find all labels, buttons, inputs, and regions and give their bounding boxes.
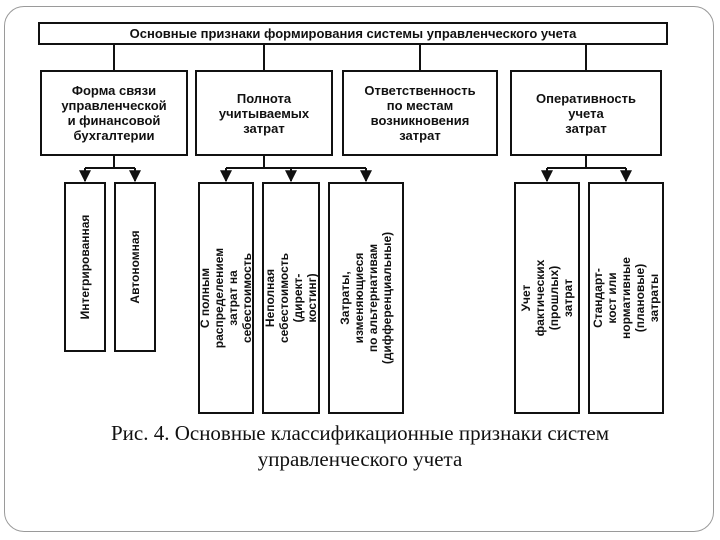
item-differential-costs: Затраты, изменяющиеся по альтернативам (… xyxy=(328,182,404,414)
item-standard-costs: Стандарт-кост или нормативные (плановые)… xyxy=(588,182,664,414)
item-integrated: Интегрированная xyxy=(64,182,106,352)
diagram-title: Основные признаки формирования системы у… xyxy=(38,22,668,45)
figure-caption: Рис. 4. Основные классификационные призн… xyxy=(110,421,610,471)
category-management-financial-link: Форма связи управленческой и финансовой … xyxy=(40,70,188,156)
item-direct-costing: Неполная себестоимость (директ-костинг) xyxy=(262,182,320,414)
item-autonomous: Автономная xyxy=(114,182,156,352)
category-responsibility-centers: Ответственность по местам возникновения … xyxy=(342,70,498,156)
slide-frame xyxy=(4,6,714,532)
category-cost-completeness: Полнота учитываемых затрат xyxy=(195,70,333,156)
item-full-costing: С полным распределением затрат на себест… xyxy=(198,182,254,414)
item-actual-costs: Учет фактических (прошлых) затрат xyxy=(514,182,580,414)
category-cost-accounting-timeliness: Оперативность учета затрат xyxy=(510,70,662,156)
